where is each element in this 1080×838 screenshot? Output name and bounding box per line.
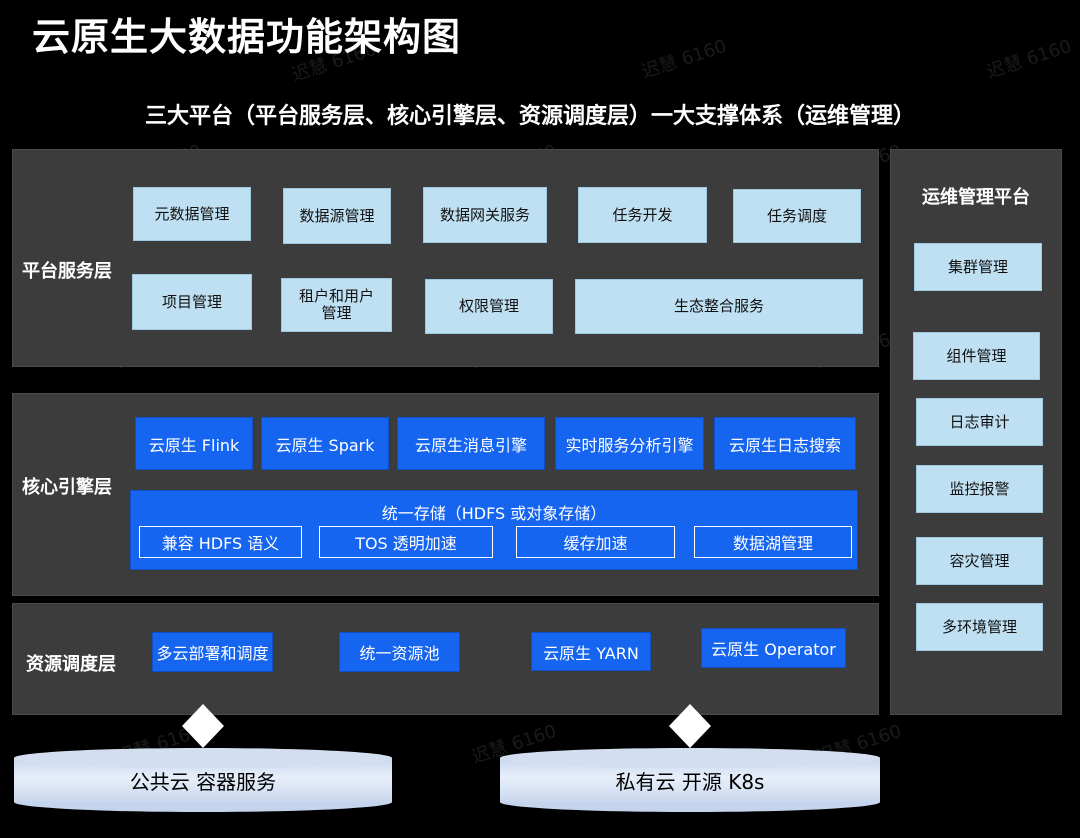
- storage-feature-datalake: 数据湖管理: [694, 526, 852, 558]
- resource-multicloud: 多云部署和调度: [152, 632, 273, 672]
- platform-item-project: 项目管理: [132, 274, 252, 330]
- storage-feature-tos: TOS 透明加速: [319, 526, 493, 558]
- ops-item-cluster: 集群管理: [914, 243, 1042, 291]
- engine-message: 云原生消息引擎: [397, 417, 545, 470]
- engine-log-search: 云原生日志搜索: [714, 417, 856, 470]
- platform-item-metadata: 元数据管理: [133, 187, 251, 241]
- platform-item-task-dev: 任务开发: [578, 187, 707, 243]
- resource-scheduling-layer-label: 资源调度层: [26, 654, 116, 675]
- storage-feature-hdfs: 兼容 HDFS 语义: [139, 526, 302, 558]
- cylinder-top: [500, 748, 880, 768]
- storage-feature-cache: 缓存加速: [516, 526, 675, 558]
- watermark: 迟慧 6160: [984, 35, 1075, 83]
- double-arrow-icon: [669, 704, 711, 748]
- platform-item-datasource: 数据源管理: [283, 188, 391, 244]
- resource-operator: 云原生 Operator: [701, 628, 846, 668]
- cylinder-top: [14, 748, 392, 768]
- unified-storage: [130, 490, 858, 570]
- platform-service-layer-label: 平台服务层: [22, 261, 112, 282]
- ops-item-disaster-recovery: 容灾管理: [916, 537, 1043, 585]
- unified-storage-title: 统一存储（HDFS 或对象存储）: [381, 504, 607, 523]
- ops-item-component: 组件管理: [913, 332, 1040, 380]
- platform-item-permission: 权限管理: [425, 279, 553, 334]
- platform-item-tenant-user: 租户和用户 管理: [281, 278, 392, 332]
- resource-pool: 统一资源池: [339, 632, 460, 672]
- engine-flink: 云原生 Flink: [135, 417, 253, 470]
- engine-realtime-analytics: 实时服务分析引擎: [555, 417, 704, 470]
- ops-item-monitoring: 监控报警: [916, 465, 1043, 513]
- ops-platform-title: 运维管理平台: [922, 187, 1030, 208]
- platform-item-task-scheduling: 任务调度: [733, 189, 861, 243]
- platform-item-data-gateway: 数据网关服务: [423, 187, 547, 243]
- core-engine-layer-label: 核心引擎层: [22, 477, 112, 498]
- ops-item-log-audit: 日志审计: [916, 398, 1043, 446]
- watermark: 迟慧 6160: [639, 35, 730, 83]
- ops-item-multi-env: 多环境管理: [916, 603, 1043, 651]
- platform-service-layer: [12, 149, 879, 367]
- platform-item-ecosystem: 生态整合服务: [575, 279, 863, 334]
- double-arrow-icon: [182, 704, 224, 748]
- page-title: 云原生大数据功能架构图: [32, 15, 462, 59]
- page-subtitle: 三大平台（平台服务层、核心引擎层、资源调度层）一大支撑体系（运维管理）: [144, 104, 915, 129]
- engine-spark: 云原生 Spark: [261, 417, 389, 470]
- resource-yarn: 云原生 YARN: [531, 632, 651, 671]
